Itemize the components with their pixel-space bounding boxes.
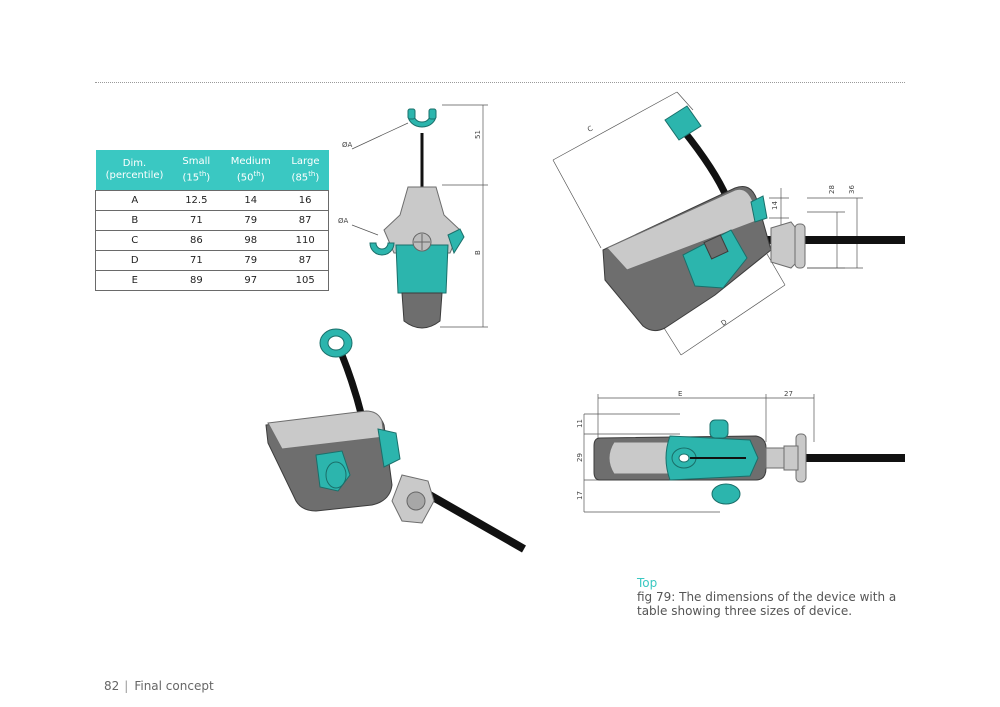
cell-medium: 98 — [219, 230, 283, 251]
cell-small: 86 — [173, 230, 220, 251]
cell-large: 105 — [282, 270, 330, 291]
perspective-view-drawing — [265, 328, 526, 553]
page-number: 82 — [104, 679, 120, 693]
cell-dim: D — [95, 250, 174, 271]
cell-large: 110 — [282, 230, 330, 251]
dim-label-28: 28 — [828, 185, 836, 194]
dim-label-d: D — [720, 318, 729, 328]
dim-label-17: 17 — [576, 491, 584, 500]
figure-caption: Top fig 79: The dimensions of the device… — [637, 576, 917, 618]
dim-label-b: B — [474, 250, 482, 255]
cell-medium: 79 — [219, 250, 283, 271]
cell-dim: B — [95, 210, 174, 231]
table-row: C 86 98 110 — [95, 230, 330, 251]
caption-text: fig 79: The dimensions of the device wit… — [637, 590, 897, 618]
page-footer: 82 | Final concept — [104, 679, 214, 693]
header-medium: Medium (50th) — [219, 150, 283, 191]
cell-medium: 97 — [219, 270, 283, 291]
cell-small: 71 — [173, 250, 220, 271]
dim-label-a-top: ØA — [342, 141, 353, 149]
top-view-drawing: E 27 11 29 17 — [576, 390, 905, 513]
dim-label-a-side: ØA — [338, 217, 349, 225]
table-row: A 12.5 14 16 — [95, 190, 330, 211]
cell-small: 12.5 — [173, 190, 220, 211]
dim-label-36: 36 — [848, 185, 856, 194]
side-view-drawing: C D 14 28 36 — [552, 91, 905, 356]
dim-label-27: 27 — [784, 390, 793, 398]
section-title: Final concept — [134, 679, 214, 693]
footer-separator: | — [124, 679, 129, 693]
dimension-table: Dim. (percentile) Small (15th) Medium (5… — [95, 150, 330, 291]
dim-label-29: 29 — [576, 453, 584, 462]
table-row: E 89 97 105 — [95, 270, 330, 291]
header-dim: Dim. (percentile) — [95, 150, 174, 191]
table-row: B 71 79 87 — [95, 210, 330, 231]
dim-label-11: 11 — [576, 419, 584, 428]
table-row: D 71 79 87 — [95, 250, 330, 271]
header-rule — [95, 82, 905, 83]
header-small: Small (15th) — [173, 150, 220, 191]
cell-dim: A — [95, 190, 174, 211]
cell-dim: C — [95, 230, 174, 251]
caption-title: Top — [637, 576, 658, 590]
cell-dim: E — [95, 270, 174, 291]
dim-label-c: C — [586, 124, 594, 133]
front-view-drawing: ØA ØA 51 B — [338, 104, 488, 329]
cell-large: 16 — [282, 190, 330, 211]
cell-medium: 79 — [219, 210, 283, 231]
header-large: Large (85th) — [282, 150, 329, 191]
cell-small: 71 — [173, 210, 220, 231]
cell-large: 87 — [282, 210, 330, 231]
dim-label-14: 14 — [771, 201, 779, 210]
cell-medium: 14 — [219, 190, 283, 211]
cell-large: 87 — [282, 250, 330, 271]
table-header-row: Dim. (percentile) Small (15th) Medium (5… — [95, 150, 329, 191]
cell-small: 89 — [173, 270, 220, 291]
dim-label-e: E — [678, 390, 682, 398]
dim-label-51: 51 — [474, 130, 482, 139]
